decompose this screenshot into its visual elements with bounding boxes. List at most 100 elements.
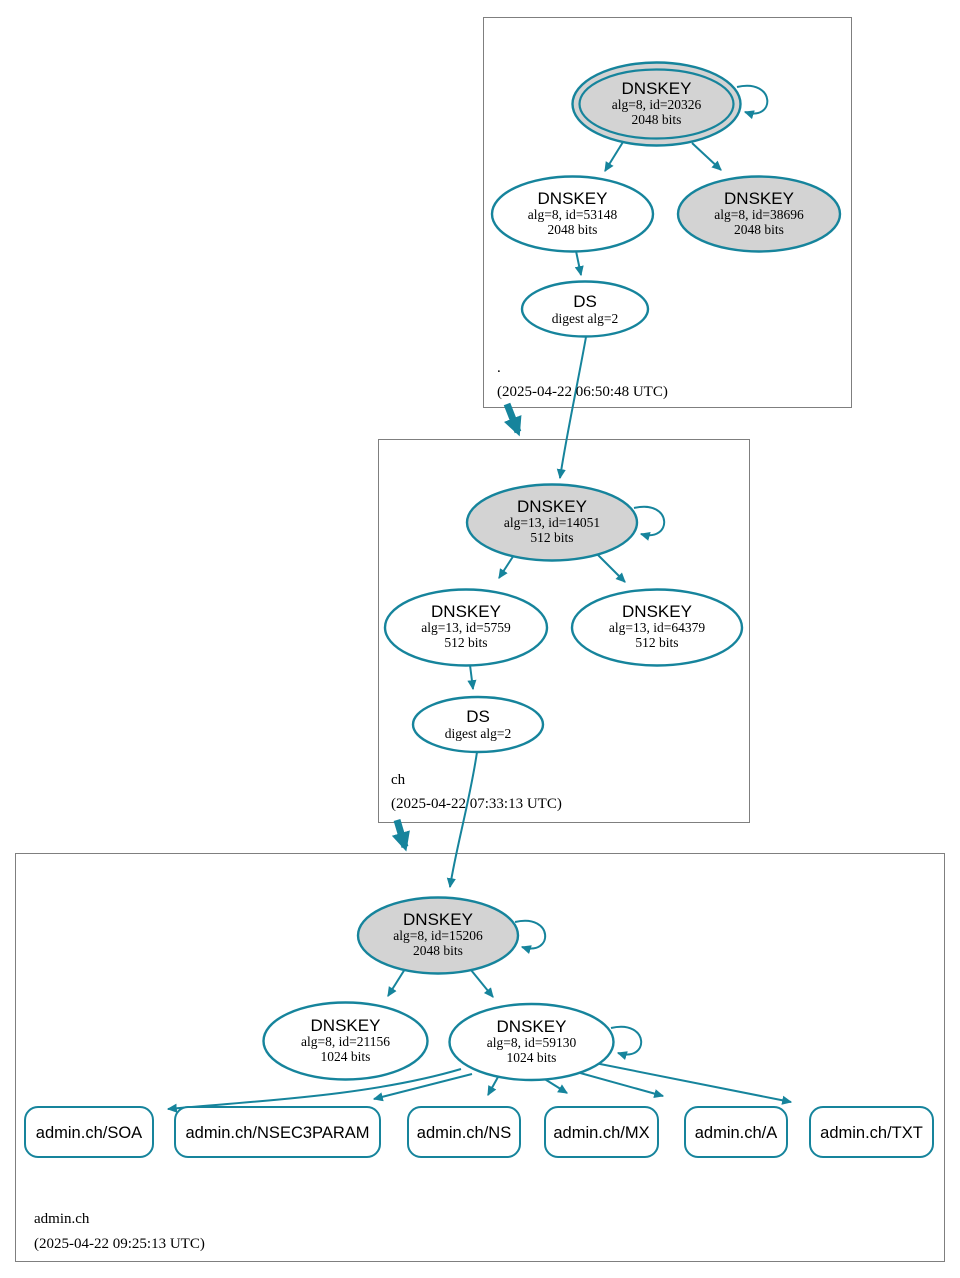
zone-admin-ch-name: admin.ch (34, 1211, 90, 1227)
zone-ch-border (378, 439, 750, 823)
edge-root-ksk-selfloop (736, 84, 769, 120)
rrset-admin-ch-ns: admin.ch/NS (407, 1106, 521, 1158)
dnskey-53148-detail: alg=8, id=53148 (528, 207, 618, 222)
dnskey-53148-title: DNSKEY (538, 189, 608, 208)
edge-admin-ksk-selfloop (514, 919, 547, 954)
dnskey-20326-title: DNSKEY (622, 79, 692, 98)
ds-root-ellipse (520, 280, 650, 338)
dnskey-21156-ellipse (262, 1001, 429, 1081)
node-dnskey-15206: DNSKEY alg=8, id=15206 2048 bits (356, 896, 520, 975)
rrset-admin-ch-txt: admin.ch/TXT (809, 1106, 934, 1158)
rrset-a-box (684, 1106, 788, 1158)
rrset-admin-ch-a: admin.ch/A (684, 1106, 788, 1158)
edge-root-ksk-to-key38696 (691, 142, 722, 171)
dnskey-64379-title: DNSKEY (622, 602, 692, 621)
rrset-admin-ch-soa: admin.ch/SOA (24, 1106, 154, 1158)
rrset-ns-box (407, 1106, 521, 1158)
zone-ch-timestamp: (2025-04-22 07:33:13 UTC) (391, 796, 562, 812)
zone-ch-name: ch (391, 772, 406, 788)
dnskey-5759-title: DNSKEY (431, 602, 501, 621)
edge-ch-ksk-to-zsk (498, 554, 515, 579)
edge-admin-zsk2-selfloop (610, 1025, 643, 1060)
dnskey-59130-ellipse (448, 1002, 615, 1082)
ds-root-detail: digest alg=2 (552, 311, 618, 326)
node-dnskey-21156: DNSKEY alg=8, id=21156 1024 bits (262, 1001, 429, 1081)
zone-admin-ch-border (15, 853, 945, 1262)
dnskey-15206-ellipse (356, 896, 520, 975)
zone-root: DNSKEY alg=8, id=20326 2048 bits DNSKEY … (490, 61, 842, 400)
node-dnskey-14051: DNSKEY alg=13, id=14051 512 bits (465, 483, 639, 562)
dnskey-14051-title: DNSKEY (517, 497, 587, 516)
dnskey-15206-title: DNSKEY (403, 910, 473, 929)
rrset-ns-label: admin.ch/NS (417, 1124, 511, 1142)
dnskey-38696-ellipse (676, 175, 842, 253)
node-dnskey-53148: DNSKEY alg=8, id=53148 2048 bits (490, 175, 655, 253)
zone-admin-ch-timestamp: (2025-04-22 09:25:13 UTC) (34, 1236, 205, 1252)
node-dnskey-59130: DNSKEY alg=8, id=59130 1024 bits (448, 1002, 615, 1082)
dnskey-38696-title: DNSKEY (724, 189, 794, 208)
ds-ch-detail: digest alg=2 (445, 726, 511, 741)
dnskey-21156-detail: alg=8, id=21156 (301, 1034, 390, 1049)
dnskey-59130-bits: 1024 bits (507, 1050, 557, 1065)
zone-ch: DNSKEY alg=13, id=14051 512 bits DNSKEY … (383, 483, 744, 812)
ds-ch-ellipse (411, 695, 545, 754)
edge-ch-to-admin-delegation (391, 819, 410, 852)
ds-root-title: DS (573, 292, 597, 311)
dnskey-53148-ellipse (490, 175, 655, 253)
edge-ch-ds-to-admin-ksk (446, 751, 478, 889)
dnskey-14051-bits: 512 bits (530, 530, 573, 545)
dnskey-59130-title: DNSKEY (497, 1017, 567, 1036)
dnskey-64379-bits: 512 bits (635, 635, 678, 650)
rrset-mx-box (544, 1106, 659, 1158)
dnskey-38696-bits: 2048 bits (734, 222, 784, 237)
node-ds-ch: DS digest alg=2 (411, 695, 545, 754)
dnskey-21156-title: DNSKEY (311, 1016, 381, 1035)
dnskey-20326-inner-ellipse (578, 68, 735, 140)
dnskey-20326-detail: alg=8, id=20326 (612, 97, 702, 112)
edge-zsk2-to-a (572, 1070, 665, 1099)
edge-admin-ksk-to-zsk1 (387, 968, 406, 997)
dnskey-59130-detail: alg=8, id=59130 (487, 1035, 577, 1050)
node-ds-root: DS digest alg=2 (520, 280, 650, 338)
edge-zsk2-to-nsec3param (372, 1073, 473, 1102)
node-dnskey-5759: DNSKEY alg=13, id=5759 512 bits (383, 588, 549, 667)
edge-admin-ksk-to-zsk2 (470, 969, 494, 998)
zone-root-name: . (497, 360, 501, 376)
dnskey-20326-outer-ellipse (571, 61, 742, 147)
rrset-nsec3param-label: admin.ch/NSEC3PARAM (185, 1124, 369, 1142)
rrset-admin-ch-mx: admin.ch/MX (544, 1106, 659, 1158)
dnskey-15206-detail: alg=8, id=15206 (393, 928, 483, 943)
dnskey-5759-bits: 512 bits (444, 635, 487, 650)
edge-zsk2-to-soa (166, 1068, 462, 1113)
rrset-txt-box (809, 1106, 934, 1158)
dnskey-14051-detail: alg=13, id=14051 (504, 515, 600, 530)
dnskey-64379-ellipse (570, 588, 744, 667)
rrset-mx-label: admin.ch/MX (553, 1124, 649, 1142)
edge-zsk2-to-txt (594, 1062, 793, 1105)
rrset-admin-ch-nsec3param: admin.ch/NSEC3PARAM (174, 1106, 381, 1158)
zone-root-border (483, 17, 852, 408)
rrset-soa-box (24, 1106, 154, 1158)
edge-zsk2-to-ns (487, 1076, 499, 1097)
rrset-txt-label: admin.ch/TXT (820, 1124, 923, 1142)
ds-ch-title: DS (466, 707, 490, 726)
rrset-nsec3param-box (174, 1106, 381, 1158)
edge-ch-zsk-to-ds (467, 664, 477, 691)
edge-root-to-ch-delegation (503, 402, 522, 437)
dnskey-14051-ellipse (465, 483, 639, 562)
dnskey-20326-bits: 2048 bits (632, 112, 682, 127)
dnskey-64379-detail: alg=13, id=64379 (609, 620, 705, 635)
rrset-a-label: admin.ch/A (695, 1124, 778, 1142)
zone-root-timestamp: (2025-04-22 06:50:48 UTC) (497, 384, 668, 400)
dnskey-21156-bits: 1024 bits (321, 1049, 371, 1064)
edge-ch-ksk-selfloop (633, 505, 666, 541)
edges (166, 84, 793, 1113)
rrset-soa-label: admin.ch/SOA (36, 1124, 142, 1142)
node-dnskey-38696: DNSKEY alg=8, id=38696 2048 bits (676, 175, 842, 253)
edge-ch-ksk-to-key64379 (596, 553, 626, 583)
edge-root-ds-to-ch-ksk (556, 336, 587, 480)
dnskey-5759-ellipse (383, 588, 549, 667)
node-dnskey-64379: DNSKEY alg=13, id=64379 512 bits (570, 588, 744, 667)
dnskey-53148-bits: 2048 bits (548, 222, 598, 237)
